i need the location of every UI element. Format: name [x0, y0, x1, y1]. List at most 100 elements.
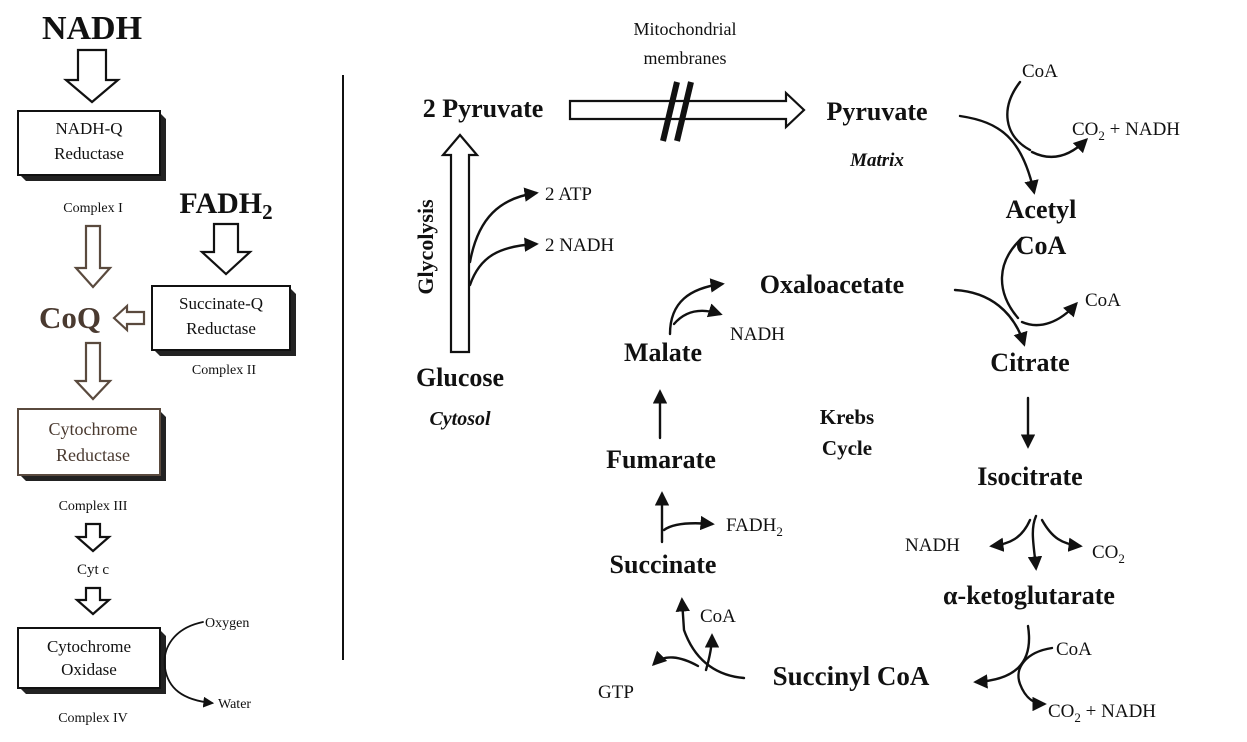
coa-input-label: CoA [1022, 61, 1058, 82]
gtp-label: GTP [598, 682, 634, 703]
co2-nadh-label-1: CO2 + NADH [1072, 119, 1180, 143]
succinyl-to-succinate-arrow [675, 597, 746, 680]
krebs-label-line1: Krebs [820, 405, 874, 429]
coa-release-arrow [704, 633, 720, 672]
complex-i-box: NADH-Q Reductase [17, 110, 166, 181]
up-arrow-icon [440, 133, 480, 354]
oxygen-label: Oxygen [205, 616, 249, 631]
left-arrow-icon [112, 303, 146, 333]
nadh-label: NADH [42, 10, 142, 47]
fadh2-out-arrow [662, 515, 715, 532]
isocitrate-nadh-label: NADH [905, 535, 960, 556]
malate-label: Malate [624, 338, 702, 367]
plus-nadh-text: + NADH [1105, 119, 1180, 140]
succinyl-coa-release-label: CoA [700, 606, 736, 627]
atp-label: 2 ATP [545, 184, 592, 205]
isocitrate-co2-label: CO2 [1092, 542, 1125, 566]
pyruvate-label: Pyruvate [826, 97, 927, 126]
malate-nadh-label: NADH [730, 324, 785, 345]
water-label: Water [218, 697, 251, 712]
plus-nadh-text: + NADH [1081, 701, 1156, 722]
fumarate-label: Fumarate [606, 445, 716, 474]
fadh2-text: FADH [179, 187, 262, 220]
fadh2-subscript: 2 [262, 200, 273, 224]
co2-nadh-label-2: CO2 + NADH [1048, 701, 1156, 725]
atp-branch-arrow [468, 187, 539, 264]
membrane-slash [660, 81, 680, 142]
cyt-c-label: Cyt c [77, 562, 109, 578]
complex-iv-caption: Complex IV [58, 711, 128, 726]
coq-label: CoQ [39, 300, 101, 335]
acetyl-label: Acetyl [1006, 195, 1077, 224]
co2-subscript: 2 [1074, 710, 1081, 725]
complex-i-caption: Complex I [63, 201, 123, 216]
glycolysis-label: Glycolysis [413, 199, 438, 295]
complex-i-name-line1: NADH-Q [55, 119, 122, 138]
down-arrow-icon [73, 341, 113, 401]
coa-in-curve [1006, 80, 1032, 152]
membrane-slash [674, 81, 694, 142]
akg-to-succinyl-arrow [973, 624, 1031, 689]
fadh2-label: FADH2 [179, 187, 272, 224]
complex-ii-caption: Complex II [192, 363, 256, 378]
complex-iii-caption: Complex III [59, 499, 128, 514]
membrane-label-line1: Mitochondrial [634, 19, 737, 39]
oxygen-to-water-arrow [163, 621, 215, 708]
co2-subscript: 2 [1098, 128, 1105, 143]
metabolism-panel: Mitochondrial membranes 2 Pyruvate Pyruv… [413, 19, 1180, 725]
coa-release-label: CoA [1085, 290, 1121, 311]
two-pyruvate-label: 2 Pyruvate [423, 94, 544, 123]
co2-text: CO [1092, 542, 1118, 563]
isocitrate-label: Isocitrate [977, 462, 1082, 491]
etc-panel: NADH NADH-Q Reductase Complex I FADH2 Co… [17, 10, 296, 726]
oxaloacetate-to-citrate-arrow [953, 288, 1028, 347]
complex-iv-name-line2: Oxidase [61, 660, 117, 679]
krebs-label-line2: Cycle [822, 436, 872, 460]
glucose-label: Glucose [416, 363, 504, 392]
down-arrow-icon [62, 48, 122, 104]
co2-text: CO [1048, 701, 1074, 722]
co2-text: CO [1072, 119, 1098, 140]
glycolysis-nadh-label: 2 NADH [545, 235, 614, 256]
succinate-label: Succinate [610, 550, 717, 579]
down-arrow-icon [199, 222, 253, 276]
matrix-label: Matrix [849, 150, 904, 171]
cytosol-label: Cytosol [429, 408, 491, 430]
alpha-ketoglutarate-label: α-ketoglutarate [943, 581, 1115, 610]
acetyl-in-curve [1000, 236, 1024, 320]
krebs-fadh2-label: FADH2 [726, 515, 783, 539]
succinyl-coa-label: Succinyl CoA [773, 661, 930, 691]
complex-iii-name-line1: Cytochrome [49, 419, 138, 439]
coa-akg-label: CoA [1056, 639, 1092, 660]
complex-i-name-line2: Reductase [54, 144, 124, 163]
fadh2-subscript: 2 [776, 524, 783, 539]
nadh-branch-arrow [468, 237, 539, 287]
isocitrate-nadh-arrow [989, 518, 1032, 552]
gtp-out-arrow [651, 650, 700, 668]
down-arrow-icon [74, 586, 112, 616]
acetyl-coa-label: CoA [1016, 231, 1067, 260]
coa-co2-branch-arrow [1017, 646, 1054, 712]
isocitrate-to-akg-arrow [1027, 514, 1043, 571]
down-arrow-icon [73, 224, 113, 289]
malate-nadh-arrow [672, 303, 723, 326]
complex-ii-name-line2: Reductase [186, 319, 256, 338]
malate-to-oxaloacetate-arrow [668, 278, 725, 336]
complex-iii-name-line2: Reductase [56, 445, 130, 465]
pyruvate-to-acetyl-arrow [958, 114, 1039, 195]
isocitrate-co2-arrow [1040, 518, 1083, 552]
complex-ii-box: Succinate-Q Reductase [151, 285, 296, 356]
down-arrow-icon [74, 522, 112, 553]
co2-out-arrow [1030, 137, 1089, 159]
membrane-label-line2: membranes [644, 48, 727, 68]
coa-out-arrow [1020, 301, 1078, 327]
co2-subscript: 2 [1118, 551, 1125, 566]
fadh2-text: FADH [726, 515, 777, 536]
citrate-label: Citrate [990, 348, 1069, 377]
complex-ii-name-line1: Succinate-Q [179, 294, 263, 313]
complex-iii-box: Cytochrome Reductase [17, 408, 166, 481]
oxaloacetate-label: Oxaloacetate [760, 270, 904, 299]
complex-iv-box: Cytochrome Oxidase [17, 627, 166, 694]
